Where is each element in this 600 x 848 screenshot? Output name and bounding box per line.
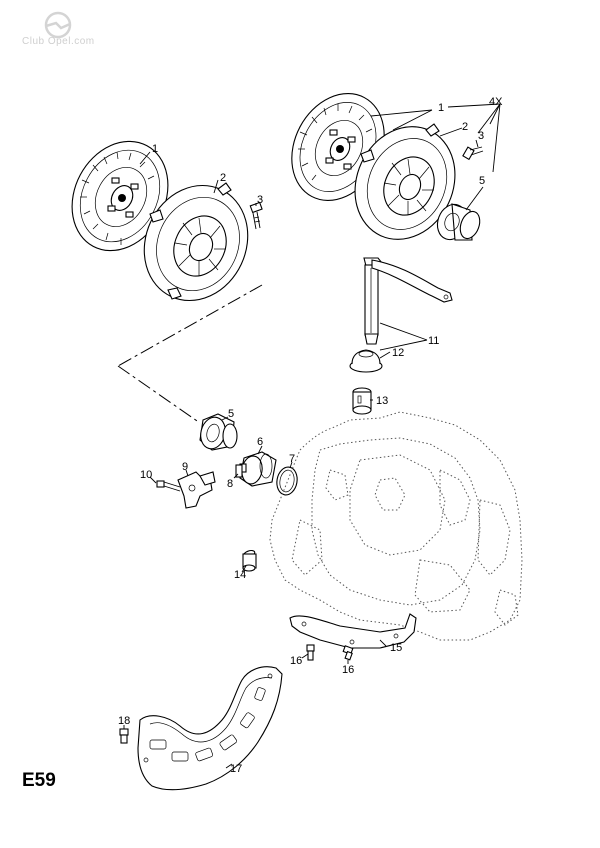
callout-12: 12 xyxy=(392,347,404,359)
bolt-16-left xyxy=(306,644,315,661)
callout-2-left: 2 xyxy=(220,172,226,184)
bush xyxy=(242,549,257,572)
callout-1-right: 1 xyxy=(438,102,444,114)
bearing-guide xyxy=(239,451,277,487)
bolt-8 xyxy=(235,464,243,478)
watermark-text: Club Opel.com xyxy=(22,36,95,47)
callout-3-right: 3 xyxy=(478,130,484,142)
callout-15: 15 xyxy=(390,642,402,654)
callout-5-middle: 5 xyxy=(228,408,234,420)
callout-5-right: 5 xyxy=(479,175,485,187)
clutch-release-fork xyxy=(177,471,216,509)
callout-9: 9 xyxy=(182,461,188,473)
callout-7: 7 xyxy=(289,453,295,465)
cover-plate-15 xyxy=(289,613,417,649)
clutch-disc-left xyxy=(71,140,169,252)
clubopel-watermark-logo xyxy=(12,8,132,58)
callout-14: 14 xyxy=(234,569,246,581)
bolt-16-right xyxy=(342,645,354,661)
callout-17: 17 xyxy=(230,763,242,775)
bolt-10 xyxy=(156,480,181,492)
bolt-18 xyxy=(119,728,129,744)
bolt-right xyxy=(462,146,484,161)
release-bearing-right xyxy=(436,203,481,241)
callout-1-left: 1 xyxy=(152,143,158,155)
callout-16-left: 16 xyxy=(290,655,302,667)
callout-labels: 1 2 3 1 2 3 4X 5 11 12 13 5 6 7 8 9 10 1… xyxy=(118,96,503,775)
callout-18: 18 xyxy=(118,715,130,727)
assembly-lines xyxy=(117,284,263,424)
callout-8: 8 xyxy=(227,478,233,490)
bolt-left xyxy=(249,201,263,230)
release-fork-shaft xyxy=(363,257,453,345)
leader-lines xyxy=(123,103,501,769)
callout-4x: 4X xyxy=(489,96,503,108)
o-ring xyxy=(276,466,298,496)
opel-logo-icon xyxy=(44,11,72,39)
rubber-boot xyxy=(349,349,383,373)
callout-6: 6 xyxy=(257,436,263,448)
callout-11: 11 xyxy=(428,335,439,347)
callout-13: 13 xyxy=(376,395,388,407)
guide-sleeve xyxy=(352,387,372,415)
callout-3-left: 3 xyxy=(257,194,263,206)
callout-16-right: 16 xyxy=(342,664,354,676)
page-code: E59 xyxy=(22,770,56,791)
callout-2-right: 2 xyxy=(462,121,468,133)
heat-shield-17 xyxy=(137,666,283,791)
pressure-plate-right xyxy=(354,123,456,240)
callout-10: 10 xyxy=(140,469,152,481)
transmission-housing xyxy=(269,411,523,641)
pressure-plate-left xyxy=(143,182,249,302)
release-bearing-middle xyxy=(199,413,238,451)
